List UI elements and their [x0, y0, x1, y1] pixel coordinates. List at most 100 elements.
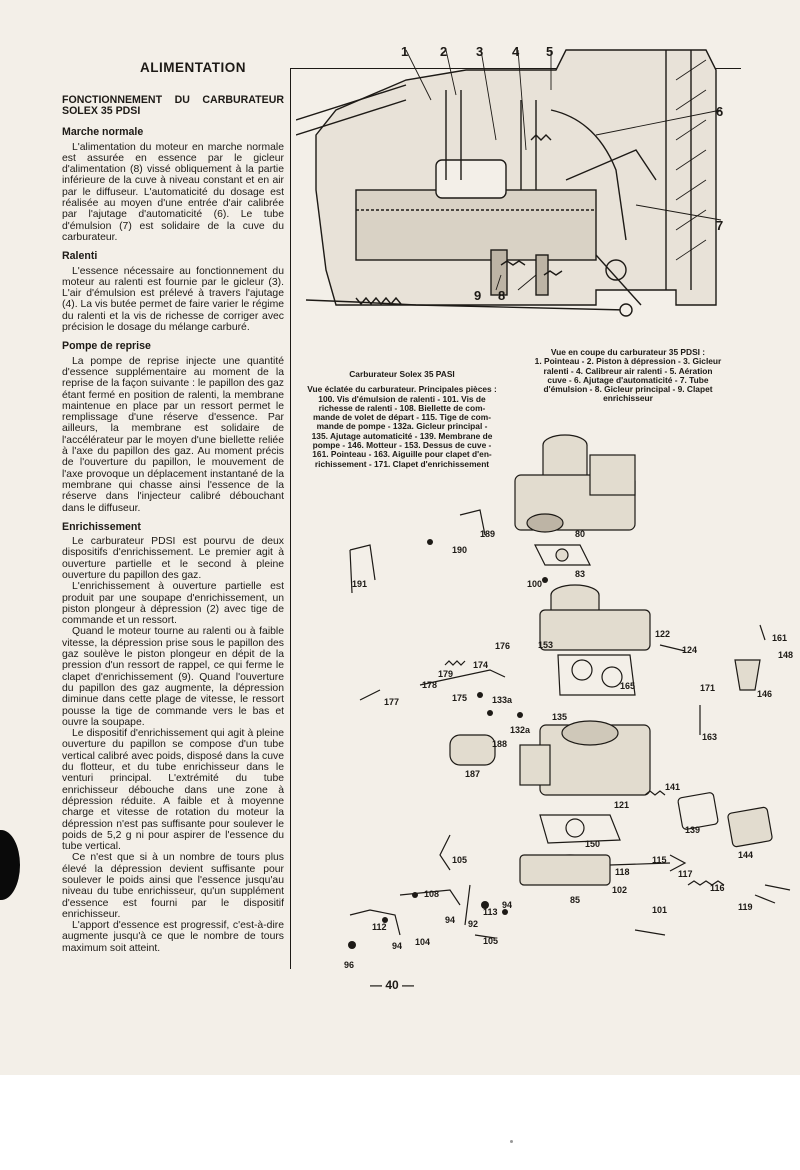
callout-96: 96	[344, 960, 354, 970]
callout-139: 139	[685, 825, 700, 835]
callout-189: 189	[480, 529, 495, 539]
callout-117: 117	[678, 869, 693, 879]
page-number: — 40 —	[370, 978, 415, 992]
callout-6: 6	[716, 104, 723, 119]
callout-104: 104	[415, 937, 430, 947]
caption-title: Carburateur Solex 35 PASI	[349, 369, 455, 379]
callout-178: 178	[422, 680, 437, 690]
section-title: ALIMENTATION	[140, 60, 246, 75]
callout-102: 102	[612, 885, 627, 895]
callout-118: 118	[615, 867, 630, 877]
callout-191: 191	[352, 579, 367, 589]
callout-83: 83	[575, 569, 585, 579]
section-heading: Ralenti	[62, 250, 98, 263]
section-enrichissement: Enrichissement Le carburateur PDSI est p…	[62, 520, 284, 954]
callout-146: 146	[757, 689, 772, 699]
callout-108: 108	[424, 889, 439, 899]
text-column: ALIMENTATION FONCTIONNEMENT DU CARBURATE…	[62, 60, 284, 954]
caption-line: 100. Vis d'émulsion de ralenti - 101. Vi…	[318, 393, 486, 404]
callout-174: 174	[473, 660, 488, 670]
callout-105: 105	[452, 855, 467, 865]
caption-line: 135. Ajutage automaticité - 139. Membran…	[311, 430, 493, 441]
section-heading: Pompe de reprise	[62, 340, 151, 353]
callout-116: 116	[710, 883, 725, 893]
callout-9: 9	[474, 288, 481, 303]
carburetor-cross-section-figure: 1 2 3 4 5 6 7 8 9	[296, 44, 723, 317]
paragraph: L'essence nécessaire au fonctionnement d…	[62, 265, 284, 334]
section-heading: Marche normale	[62, 126, 144, 139]
callout-101: 101	[652, 905, 667, 915]
callout-190: 190	[452, 545, 467, 555]
cross-section-caption: Vue en coupe du carburateur 35 PDSI : 1.…	[516, 347, 740, 404]
caption-line: mande de pompe - 132a. Gicleur principal…	[316, 421, 488, 432]
caption-line: cuve - 6. Ajutage d'automaticité - 7. Tu…	[547, 374, 709, 385]
callout-176: 176	[495, 641, 510, 651]
paragraph: Le dispositif d'enrichissement qui agit …	[62, 728, 284, 853]
figure-frame	[290, 68, 741, 969]
section-marche-normale: Marche normale L'alimentation du moteur …	[62, 126, 284, 243]
section-ralenti: Ralenti L'essence nécessaire au fonction…	[62, 250, 284, 334]
callout-188: 188	[492, 739, 507, 749]
callout-115: 115	[652, 855, 667, 865]
callout-85: 85	[570, 895, 580, 905]
callout-187: 187	[465, 769, 480, 779]
callout-150: 150	[585, 839, 600, 849]
callout-153: 153	[538, 640, 553, 650]
carburetor-exploded-view-figure: 80 83 85 92 94 94 94 96 100 101 102 104 …	[344, 434, 793, 970]
caption-line: mande de volet de départ - 115. Tige de …	[312, 412, 492, 423]
callout-80: 80	[575, 529, 585, 539]
callout-133a: 133a	[492, 695, 513, 705]
callout-92: 92	[468, 919, 478, 929]
caption-line: richissement - 171. Clapet d'enrichissem…	[314, 458, 490, 469]
callout-135: 135	[552, 712, 567, 722]
callout-94: 94	[392, 941, 402, 951]
section-pompe-de-reprise: Pompe de reprise La pompe de reprise inj…	[62, 340, 284, 514]
paragraph: La pompe de reprise injecte une quantité…	[62, 355, 284, 514]
callout-132a: 132a	[510, 725, 531, 735]
caption-line: enrichisseur	[603, 393, 653, 404]
paragraph: L'enrichissement à ouverture partielle e…	[62, 581, 284, 627]
callout-148: 148	[778, 650, 793, 660]
paragraph: L'alimentation du moteur en marche norma…	[62, 141, 284, 243]
callout-165: 165	[620, 681, 635, 691]
binder-hole	[0, 830, 20, 900]
callout-100: 100	[527, 579, 542, 589]
callout-3: 3	[476, 44, 483, 59]
caption-line: richesse de ralenti - 108. Biellette de …	[318, 402, 486, 413]
callout-105: 105	[483, 936, 498, 946]
callout-144: 144	[738, 850, 753, 860]
paragraph: Le carburateur PDSI est pourvu de deux d…	[62, 536, 284, 581]
paragraph: Quand le moteur tourne au ralenti ou à f…	[62, 626, 284, 728]
section-heading: Enrichissement	[62, 520, 141, 533]
caption-line: pompe - 146. Motteur - 153. Dessus de cu…	[312, 440, 492, 451]
article-subtitle: FONCTIONNEMENT DU CARBURATEUR SOLEX 35 P…	[62, 94, 284, 118]
callout-119: 119	[738, 902, 753, 912]
callout-124: 124	[682, 645, 697, 655]
callout-171: 171	[700, 683, 715, 693]
callout-1: 1	[401, 44, 408, 59]
callout-175: 175	[452, 693, 467, 703]
caption-line: Vue en coupe du carburateur 35 PDSI :	[550, 347, 706, 357]
callout-7: 7	[716, 218, 723, 233]
exploded-view-caption: Carburateur Solex 35 PASI Vue éclatée du…	[294, 369, 510, 469]
scan-speck	[510, 1140, 513, 1143]
caption-line: Vue éclatée du carburateur. Principales …	[307, 384, 497, 395]
caption-line: ralenti - 4. Calibreur air ralenti - 5. …	[543, 365, 713, 376]
paragraph: Ce n'est que si à un nombre de tours plu…	[62, 852, 284, 920]
callout-163: 163	[702, 732, 717, 742]
callout-179: 179	[438, 669, 453, 679]
callout-2: 2	[440, 44, 447, 59]
callout-112: 112	[372, 922, 387, 932]
callout-113: 113	[483, 907, 498, 917]
callout-8: 8	[498, 288, 505, 303]
callout-121: 121	[614, 800, 629, 810]
caption-line: d'émulsion - 8. Gicleur principal - 9. C…	[543, 384, 713, 395]
callout-177: 177	[384, 697, 399, 707]
callout-161: 161	[772, 633, 787, 643]
paragraph: L'apport d'essence est progressif, c'est…	[62, 920, 284, 954]
caption-line: 1. Pointeau - 2. Piston à dépression - 3…	[534, 356, 722, 367]
callout-141: 141	[665, 782, 680, 792]
caption-line: 161. Pointeau - 163. Aiguille pour clape…	[312, 449, 492, 460]
callout-122: 122	[655, 629, 670, 639]
callout-5: 5	[546, 44, 553, 59]
